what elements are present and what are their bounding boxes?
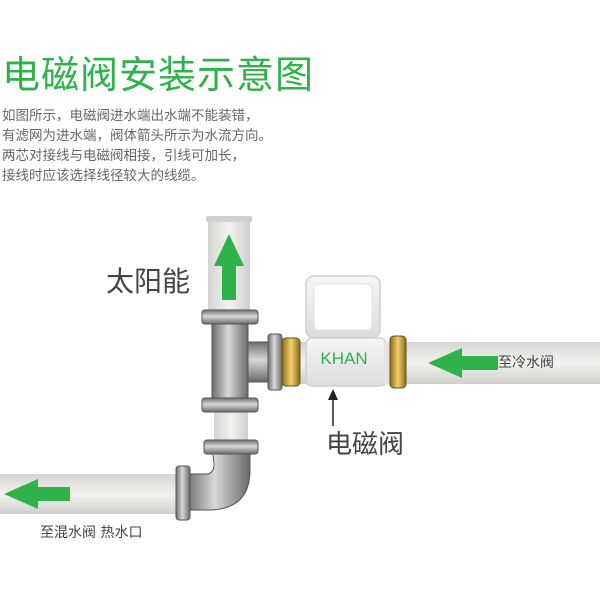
valve-pointer-icon <box>328 389 338 426</box>
description: 如图所示，电磁阀进水端出水端不能装错， 有滤网为进水端，阀体箭头所示为水流方向。… <box>2 106 598 186</box>
arrow-left-icon <box>4 479 70 509</box>
elbow-fitting <box>175 439 259 521</box>
tee-fitting <box>201 309 301 413</box>
arrow-left-icon <box>428 348 498 378</box>
page-title: 电磁阀安装示意图 <box>2 53 315 97</box>
arrow-up-icon <box>214 234 244 300</box>
label-to-cold-valve: 至冷水阀 <box>498 355 554 371</box>
label-solar: 太阳能 <box>106 265 191 298</box>
brand-logo: KHAN <box>320 349 368 368</box>
label-to-mix-valve: 至混水阀 热水口 <box>40 525 143 541</box>
solenoid-valve <box>305 275 407 389</box>
description-line-1: 如图所示，电磁阀进水端出水端不能装错， <box>2 108 259 124</box>
description-line-3: 两芯对接线与电磁阀相接，引线可加长， <box>2 148 245 164</box>
description-line-2: 有滤网为进水端，阀体箭头所示为水流方向。 <box>2 128 272 144</box>
description-line-4: 接线时应该选择线径较大的线缆。 <box>2 168 205 184</box>
label-valve: 电磁阀 <box>326 430 405 460</box>
